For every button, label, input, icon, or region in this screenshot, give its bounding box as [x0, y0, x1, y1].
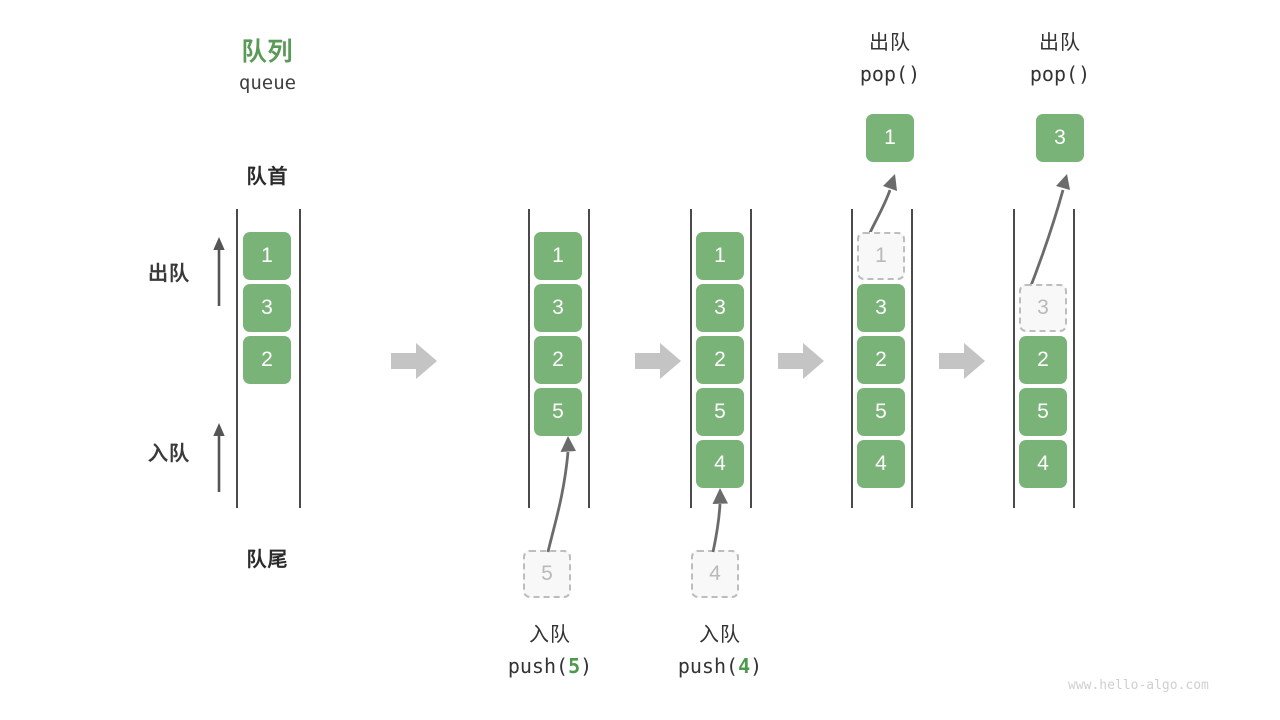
queue-cell: 3: [696, 284, 744, 332]
push-code-arg: 4: [738, 654, 751, 678]
stage-connector-arrow: [778, 343, 824, 379]
stage-connector-arrow: [391, 343, 437, 379]
pop-caption-code: pop(): [815, 59, 965, 90]
queue-cell: 2: [696, 336, 744, 384]
queue-cell: 3: [243, 284, 291, 332]
push-code-prefix: push(: [507, 654, 569, 678]
queue-rail-right-3: [750, 209, 752, 508]
push-code-suffix: ): [580, 654, 593, 678]
queue-rail-left-2: [528, 209, 530, 508]
queue-rail-left-1: [236, 209, 238, 508]
incoming-ghost-cell: 4: [691, 550, 739, 598]
queue-rail-left-5: [1013, 209, 1015, 508]
push-code-prefix: push(: [677, 654, 739, 678]
queue-title-cn: 队列: [241, 38, 294, 66]
push-code-suffix: ): [750, 654, 763, 678]
queue-rail-right-5: [1073, 209, 1075, 508]
queue-cell: 2: [1019, 336, 1067, 384]
popped-cell: 1: [866, 114, 914, 162]
pop-code-prefix: pop(: [1029, 62, 1079, 86]
rear-label: 队尾: [246, 549, 289, 571]
queue-cell: 5: [857, 388, 905, 436]
stage-connector-arrow: [635, 343, 681, 379]
queue-cell: 1: [534, 232, 582, 280]
enqueue-side-label: 入队: [148, 443, 190, 465]
pop-code-suffix: ): [1078, 62, 1091, 86]
queue-cell: 5: [696, 388, 744, 436]
queue-rail-left-4: [851, 209, 853, 508]
push-motion-arrow: [546, 436, 576, 553]
popped-ghost-cell: 1: [857, 232, 905, 280]
queue-cell: 3: [534, 284, 582, 332]
push-caption-4: 入队 push(4): [645, 620, 795, 682]
stage-connector-arrow: [939, 343, 985, 379]
queue-cell: 5: [1019, 388, 1067, 436]
watermark: www.hello-algo.com: [1068, 678, 1209, 693]
dequeue-side-label: 出队: [148, 263, 190, 285]
pop-caption-code: pop(): [985, 59, 1135, 90]
push-caption-code: push(4): [645, 651, 795, 682]
pop-caption-cn: 出队: [869, 32, 911, 54]
enqueue-direction-arrow: [213, 423, 225, 492]
queue-cell: 4: [1019, 440, 1067, 488]
queue-cell: 3: [857, 284, 905, 332]
pop-caption-1: 出队 pop(): [815, 28, 965, 90]
pop-caption-cn: 出队: [1039, 32, 1081, 54]
queue-rail-left-3: [690, 209, 692, 508]
queue-cell: 1: [696, 232, 744, 280]
pop-caption-3: 出队 pop(): [985, 28, 1135, 90]
incoming-ghost-cell: 5: [523, 550, 571, 598]
queue-rail-right-1: [299, 209, 301, 508]
push-caption-cn: 入队: [529, 624, 571, 646]
pop-code-prefix: pop(: [859, 62, 909, 86]
queue-cell: 5: [534, 388, 582, 436]
front-label: 队首: [246, 166, 289, 188]
queue-rail-right-4: [911, 209, 913, 508]
push-motion-arrow: [711, 488, 728, 553]
queue-cell: 2: [857, 336, 905, 384]
queue-cell: 2: [534, 336, 582, 384]
popped-cell: 3: [1036, 114, 1084, 162]
popped-ghost-cell: 3: [1019, 284, 1067, 332]
queue-title-en: queue: [238, 72, 297, 94]
queue-cell: 1: [243, 232, 291, 280]
pop-code-suffix: ): [908, 62, 921, 86]
queue-cell: 2: [243, 336, 291, 384]
queue-cell: 4: [696, 440, 744, 488]
queue-rail-right-2: [588, 209, 590, 508]
queue-cell: 4: [857, 440, 905, 488]
dequeue-direction-arrow: [213, 237, 225, 306]
push-code-arg: 5: [568, 654, 581, 678]
push-caption-cn: 入队: [699, 624, 741, 646]
push-caption-code: push(5): [475, 651, 625, 682]
push-caption-5: 入队 push(5): [475, 620, 625, 682]
